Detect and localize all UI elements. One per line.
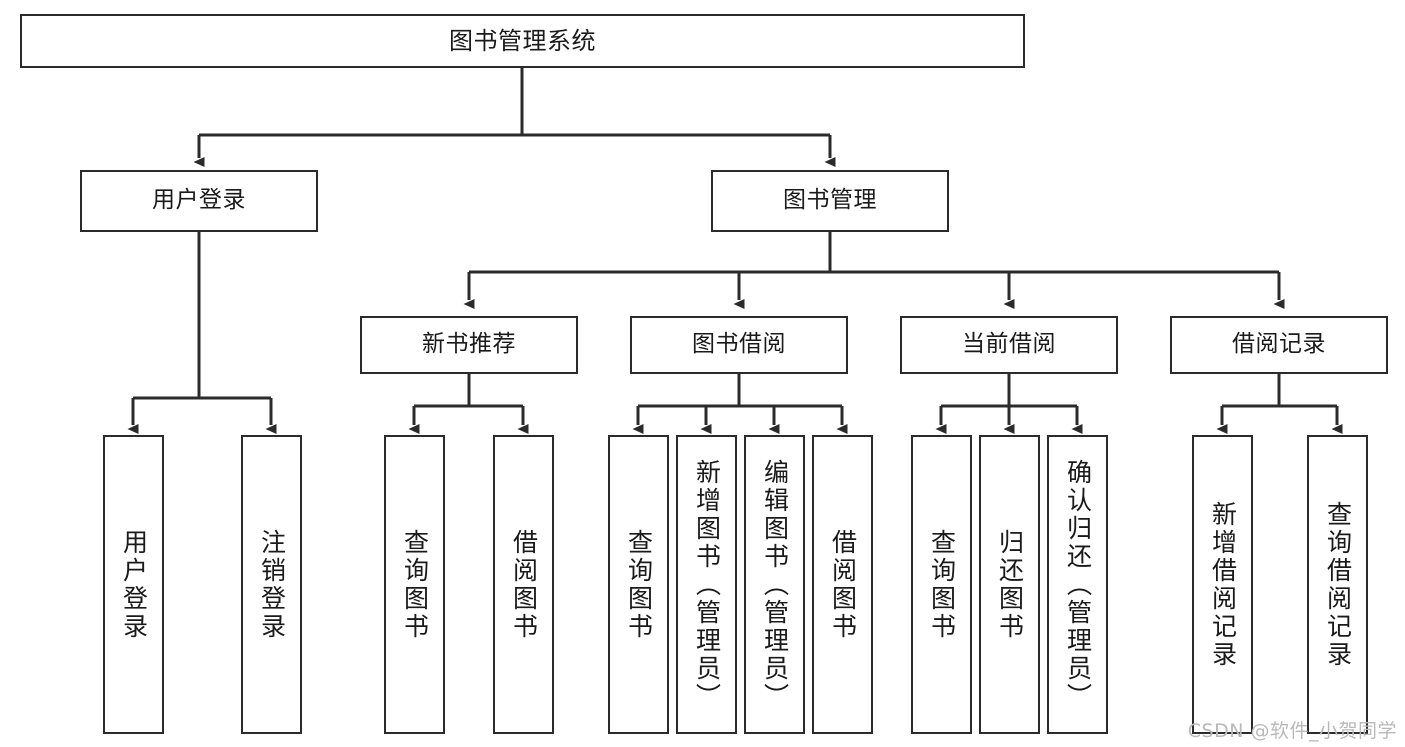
node-label: 新增图书（管理员） [692,458,722,711]
leaf-add-borrow-record[interactable]: 新增借阅记录 [1192,435,1253,734]
edges-borrow-record-to-leaves [1216,374,1343,434]
node-user-login[interactable]: 用户登录 [80,170,318,232]
edges-current-borrow-to-leaves [935,374,1083,434]
node-label: 用户登录 [119,528,149,641]
node-book-management[interactable]: 图书管理 [711,170,949,232]
node-current-borrow[interactable]: 当前借阅 [900,316,1118,374]
leaf-query-book-current[interactable]: 查询图书 [911,435,972,734]
leaf-query-book-recommend[interactable]: 查询图书 [384,435,445,734]
edges-book-borrow-to-leaves [632,374,848,434]
node-book-management-system[interactable]: 图书管理系统 [20,14,1025,68]
leaf-query-book-borrow[interactable]: 查询图书 [608,435,669,734]
node-label: 当前借阅 [962,331,1056,358]
node-label: 图书管理系统 [449,26,596,55]
leaf-query-borrow-record[interactable]: 查询借阅记录 [1307,435,1368,734]
edges-level2-to-level3 [463,232,1285,309]
node-label: 确认归还（管理员） [1063,458,1093,711]
edges-new-book-recommend-to-leaves [408,374,529,434]
node-label: 借阅图书 [828,528,858,641]
node-label: 借阅记录 [1232,331,1326,358]
leaf-edit-book[interactable]: 编辑图书（管理员） [744,435,805,734]
node-label: 借阅图书 [509,528,539,641]
leaf-borrow-book[interactable]: 借阅图书 [812,435,873,734]
leaf-borrow-book-recommend[interactable]: 借阅图书 [493,435,554,734]
node-label: 编辑图书（管理员） [760,458,790,711]
edges-user-login-to-leaves [127,232,277,434]
node-label: 图书借阅 [692,331,786,358]
node-label: 图书管理 [783,187,877,214]
node-book-borrow[interactable]: 图书借阅 [630,316,848,374]
node-borrow-record[interactable]: 借阅记录 [1170,316,1388,374]
node-label: 查询图书 [927,528,957,641]
node-label: 注销登录 [257,528,287,641]
edges-root-to-level2 [193,68,836,167]
node-label: 查询图书 [400,528,430,641]
node-label: 新书推荐 [422,331,516,358]
leaf-confirm-return[interactable]: 确认归还（管理员） [1047,435,1108,734]
leaf-return-book[interactable]: 归还图书 [979,435,1040,734]
node-label: 归还图书 [995,528,1025,641]
leaf-user-login[interactable]: 用户登录 [103,435,164,734]
node-label: 用户登录 [152,187,246,214]
leaf-user-logout[interactable]: 注销登录 [241,435,302,734]
leaf-add-book[interactable]: 新增图书（管理员） [676,435,737,734]
node-label: 查询借阅记录 [1323,500,1353,669]
node-label: 新增借阅记录 [1208,500,1238,669]
node-label: 查询图书 [624,528,654,641]
node-new-book-recommend[interactable]: 新书推荐 [360,316,578,374]
